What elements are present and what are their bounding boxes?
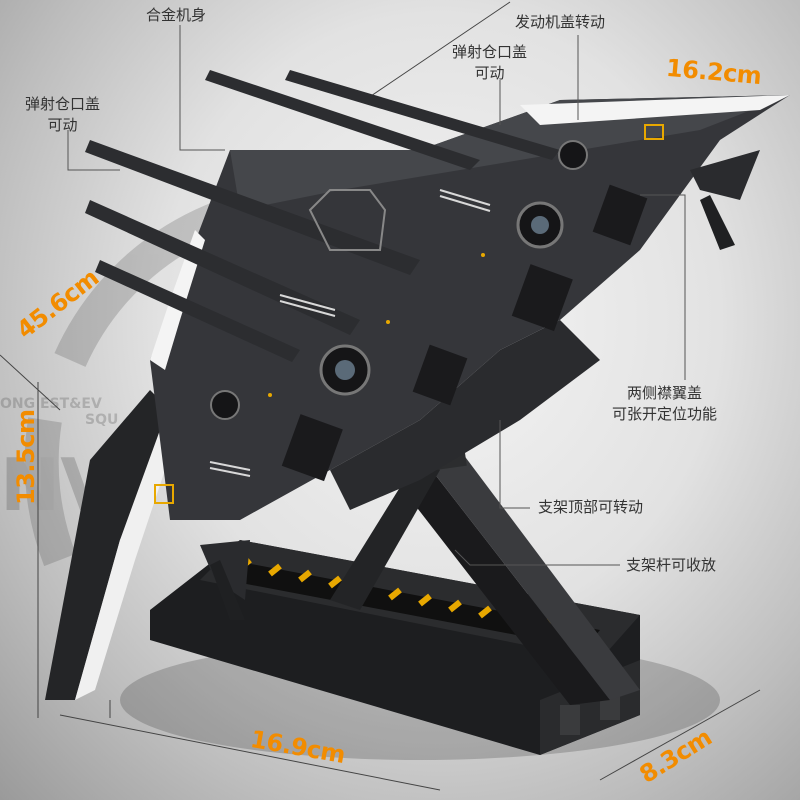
callout-engine-cover: 发动机盖转动 [515,13,606,31]
callout-stand-top: 支架顶部可转动 [538,498,644,516]
spaceship [45,70,790,700]
callout-alloy-body: 合金机身 [146,6,207,24]
callout-stand-rod: 支架杆可收放 [626,556,717,574]
callout-ejection-hatch-left: 弹射仓口盖 可动 [25,95,101,134]
watermark-line2: SQU [85,412,118,428]
callout-side-flaps: 两侧襟翼盖 可张开定位功能 [612,384,718,423]
callout-leader-lines [67,25,686,566]
dimension-height: 13.5cm [12,409,40,505]
callout-ejection-hatch-right: 弹射仓口盖 可动 [452,43,528,82]
watermark-line1: ONG EST&EV [0,396,102,412]
dimension-lines [0,1,761,791]
